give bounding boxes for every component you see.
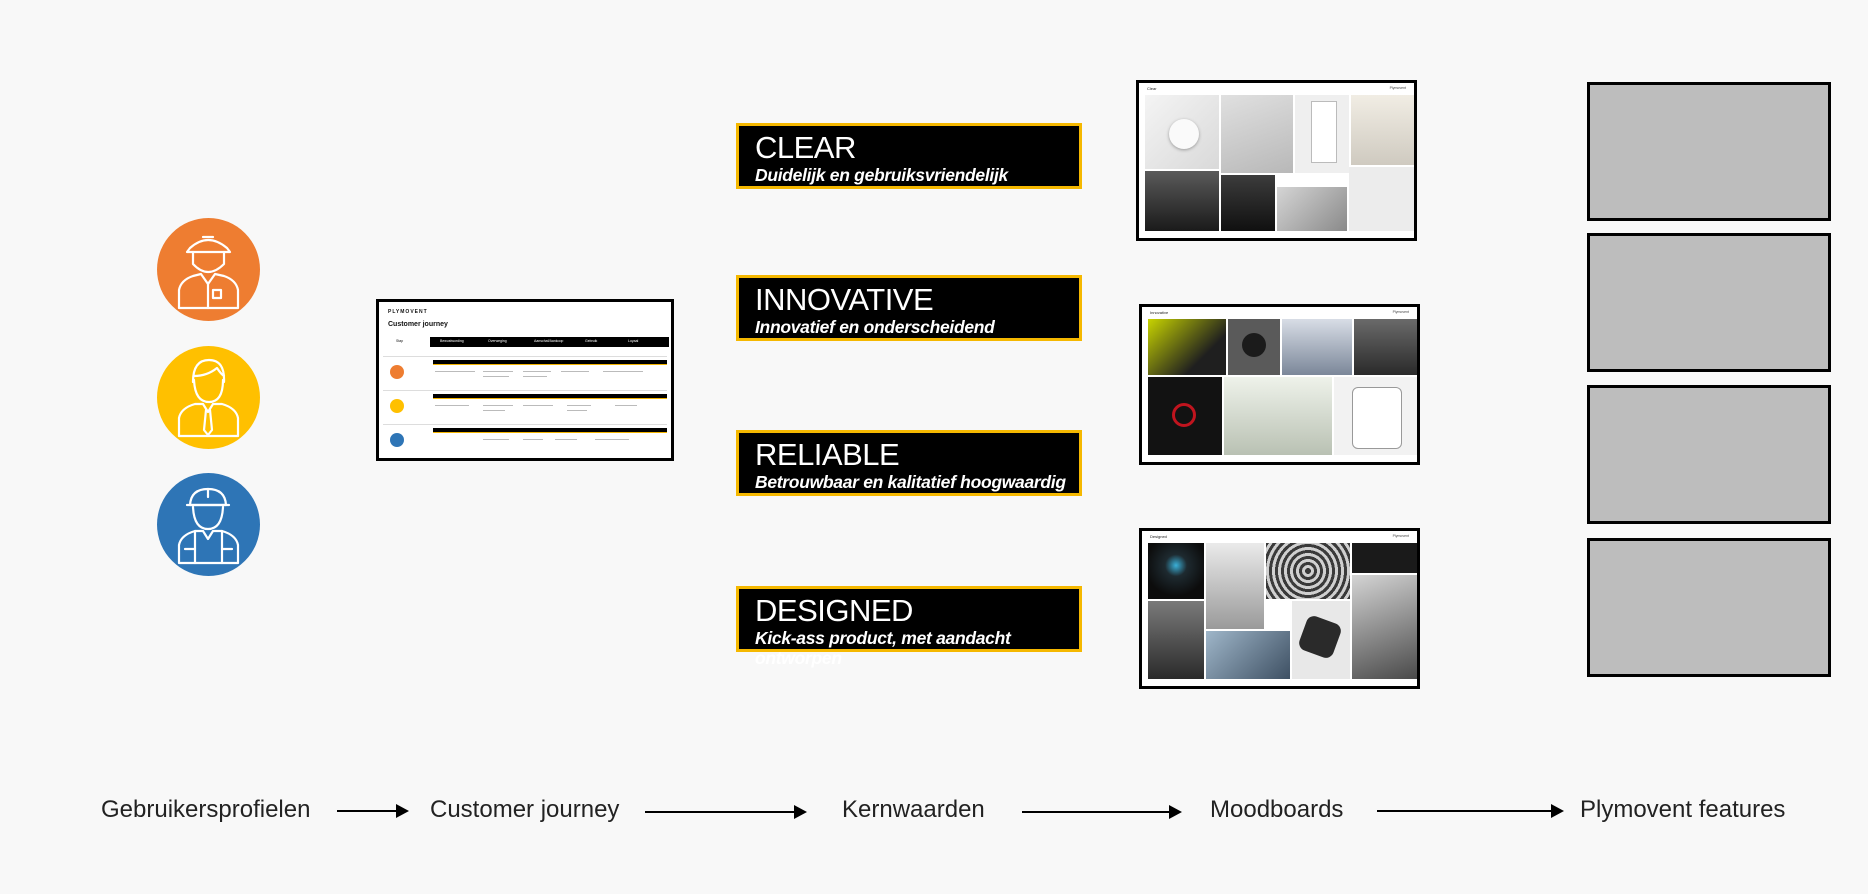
journey-step: Loyaal — [628, 339, 639, 343]
moodboard-image — [1172, 403, 1196, 427]
moodboard-image — [1145, 171, 1219, 231]
journey-brand: PLYMOVENT — [388, 309, 428, 315]
moodboard-image — [1354, 319, 1417, 375]
moodboard-image — [1148, 601, 1204, 679]
value-title: RELIABLE — [755, 437, 900, 472]
moodboard-image — [1169, 119, 1199, 149]
value-designed: DESIGNED Kick-ass product, met aandacht … — [736, 586, 1082, 668]
moodboard-image — [1206, 631, 1290, 679]
process-step-moodboards: Moodboards — [1210, 796, 1344, 823]
moodboard-image — [1221, 175, 1275, 231]
journey-step: Aanschaf/Aankoop — [534, 339, 564, 343]
moodboard-image — [1266, 543, 1350, 599]
customer-journey-thumbnail: PLYMOVENT Customer journey Stap Bewustwo… — [376, 299, 674, 461]
moodboard-image — [1352, 387, 1402, 449]
moodboard-clear: Clear Plymovent — [1136, 80, 1417, 241]
moodboard-image — [1352, 575, 1417, 679]
value-subtitle: Innovatief en onderscheidend — [755, 317, 995, 337]
process-step-user-profiles: Gebruikersprofielen — [101, 796, 311, 823]
businessman-icon — [157, 346, 260, 449]
journey-lane-business — [383, 390, 667, 425]
moodboard-image — [1311, 101, 1337, 163]
arrow-right-icon — [337, 804, 409, 818]
value-title: CLEAR — [755, 130, 856, 165]
process-step-customer-journey: Customer journey — [430, 796, 620, 823]
process-step-core-values: Kernwaarden — [842, 796, 985, 823]
feature-placeholder — [1587, 82, 1831, 221]
journey-title: Customer journey — [388, 321, 448, 328]
journey-step-row: Stap Bewustwording Overweging Aanschaf/A… — [388, 337, 669, 347]
journey-lane-firefighter — [383, 356, 667, 391]
value-subtitle: Betrouwbaar en kalitatief hoogwaardig — [755, 472, 1066, 492]
feature-placeholder — [1587, 538, 1831, 677]
moodboard-designed: Designed Plymovent — [1139, 528, 1420, 689]
value-clear: CLEAR Duidelijk en gebruiksvriendelijk — [736, 123, 1082, 189]
journey-phase-label: Stap — [396, 339, 404, 343]
journey-step: Gebruik — [585, 339, 598, 343]
business-persona — [157, 346, 260, 449]
worker-persona — [157, 473, 260, 576]
journey-lane-dot — [390, 433, 404, 447]
arrow-right-icon — [1377, 804, 1564, 818]
moodboard-image — [1148, 319, 1226, 375]
firefighter-persona — [157, 218, 260, 321]
moodboard-brand: Plymovent — [1392, 310, 1409, 314]
hardhat-worker-icon — [157, 473, 260, 576]
feature-placeholder — [1587, 385, 1831, 524]
process-step-plymovent-features: Plymovent features — [1580, 796, 1786, 823]
arrow-right-icon — [645, 805, 807, 819]
value-reliable: RELIABLE Betrouwbaar en kalitatief hoogw… — [736, 430, 1082, 496]
moodboard-image — [1282, 319, 1352, 375]
moodboard-brand: Plymovent — [1392, 534, 1409, 538]
journey-lane-bar — [433, 428, 667, 433]
journey-lane-bar — [433, 360, 667, 365]
journey-lane-dot — [390, 365, 404, 379]
journey-step-bar: Bewustwording Overweging Aanschaf/Aankoo… — [430, 337, 669, 347]
value-subtitle: Duidelijk en gebruiksvriendelijk — [755, 165, 1008, 185]
moodboard-image — [1242, 333, 1266, 357]
value-title: INNOVATIVE — [755, 282, 934, 317]
moodboard-image — [1349, 167, 1414, 231]
moodboard-image — [1351, 95, 1414, 165]
value-innovative: INNOVATIVE Innovatief en onderscheidend — [736, 275, 1082, 341]
journey-lane-bar — [433, 394, 667, 399]
journey-lane-dot — [390, 399, 404, 413]
feature-placeholder — [1587, 233, 1831, 372]
moodboard-image — [1352, 543, 1417, 573]
moodboard-image — [1277, 187, 1347, 231]
moodboard-image — [1206, 543, 1264, 629]
value-subtitle: Kick-ass product, met aandacht ontworpen — [755, 628, 1011, 668]
journey-lane-worker — [383, 424, 667, 458]
moodboard-image — [1148, 543, 1204, 599]
moodboard-innovative: Innovative Plymovent — [1139, 304, 1420, 465]
journey-step: Overweging — [488, 339, 507, 343]
moodboard-header: Designed — [1150, 534, 1167, 539]
journey-step: Bewustwording — [440, 339, 464, 343]
value-title: DESIGNED — [755, 593, 913, 628]
moodboard-image — [1221, 95, 1293, 173]
moodboard-image — [1224, 377, 1332, 455]
moodboard-header: Clear — [1147, 86, 1157, 91]
firefighter-icon — [157, 218, 260, 321]
arrow-right-icon — [1022, 805, 1182, 819]
moodboard-header: Innovative — [1150, 310, 1169, 315]
moodboard-brand: Plymovent — [1389, 86, 1406, 90]
